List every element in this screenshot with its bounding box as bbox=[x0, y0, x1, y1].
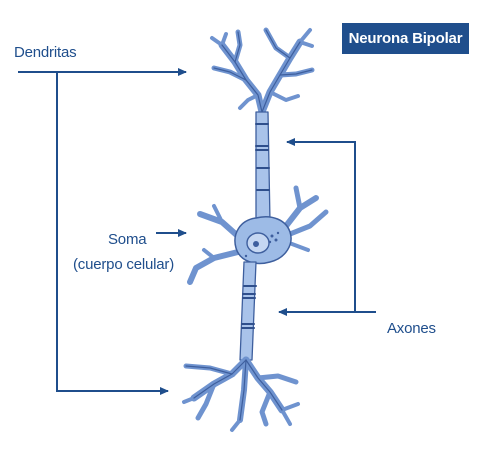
axones-label: Axones bbox=[387, 320, 436, 337]
soma-label: Soma bbox=[108, 231, 147, 248]
bottom-dendrites bbox=[182, 356, 300, 432]
upper-axon-rings bbox=[255, 123, 270, 191]
soma-dendrites bbox=[187, 185, 329, 285]
lower-axon bbox=[239, 261, 257, 361]
leader-lines bbox=[18, 68, 376, 395]
diagram-title: Neurona Bipolar bbox=[342, 23, 469, 54]
soma-sublabel: (cuerpo celular) bbox=[73, 256, 175, 273]
lower-axon-rings bbox=[241, 285, 257, 329]
neuron-illustration bbox=[182, 27, 329, 432]
dendritas-label: Dendritas bbox=[14, 44, 77, 61]
organelles bbox=[244, 231, 280, 258]
